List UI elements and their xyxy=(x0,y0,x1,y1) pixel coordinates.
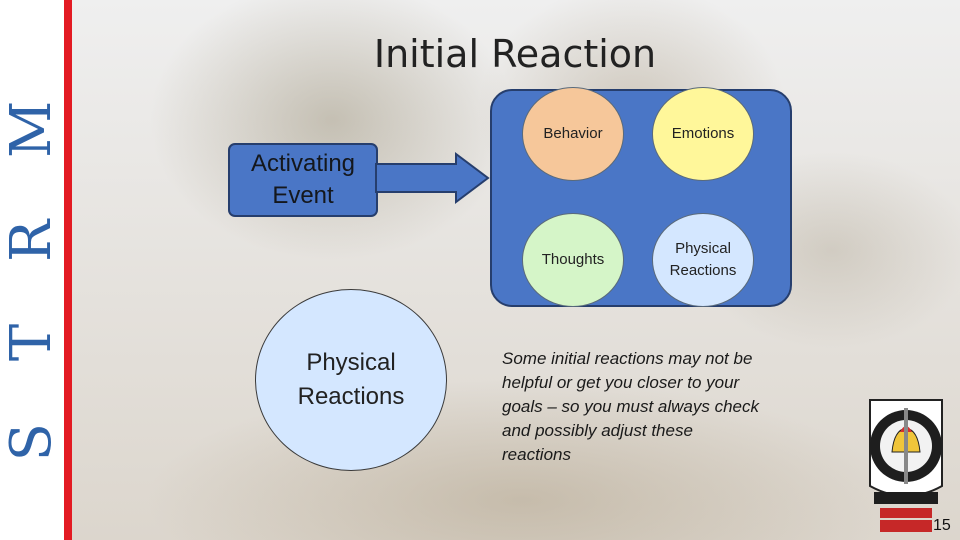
physical-reactions-small-label: Physical Reactions xyxy=(653,238,753,282)
strm-vertical-text: S T R M xyxy=(0,30,65,510)
slide-title: Initial Reaction xyxy=(370,32,660,76)
behavior-label: Behavior xyxy=(543,123,602,145)
thoughts-label: Thoughts xyxy=(542,249,605,271)
physical-reactions-large-circle: Physical Reactions xyxy=(255,289,447,471)
arrow-right-icon xyxy=(374,152,492,204)
left-sidebar: S T R M xyxy=(0,0,64,540)
emotions-circle: Emotions xyxy=(652,87,754,181)
behavior-circle: Behavior xyxy=(522,87,624,181)
page-number: 15 xyxy=(933,517,951,535)
note-text: Some initial reactions may not be helpfu… xyxy=(502,347,762,467)
recruit-sustainment-logo xyxy=(864,394,948,536)
emotions-label: Emotions xyxy=(672,123,735,145)
activating-event-box: Activating Event xyxy=(228,143,378,217)
physical-reactions-large-label: Physical Reactions xyxy=(256,346,446,413)
activating-event-label: Activating Event xyxy=(230,148,376,213)
thoughts-circle: Thoughts xyxy=(522,213,624,307)
physical-reactions-circle: Physical Reactions xyxy=(652,213,754,307)
red-stripe xyxy=(64,0,72,540)
